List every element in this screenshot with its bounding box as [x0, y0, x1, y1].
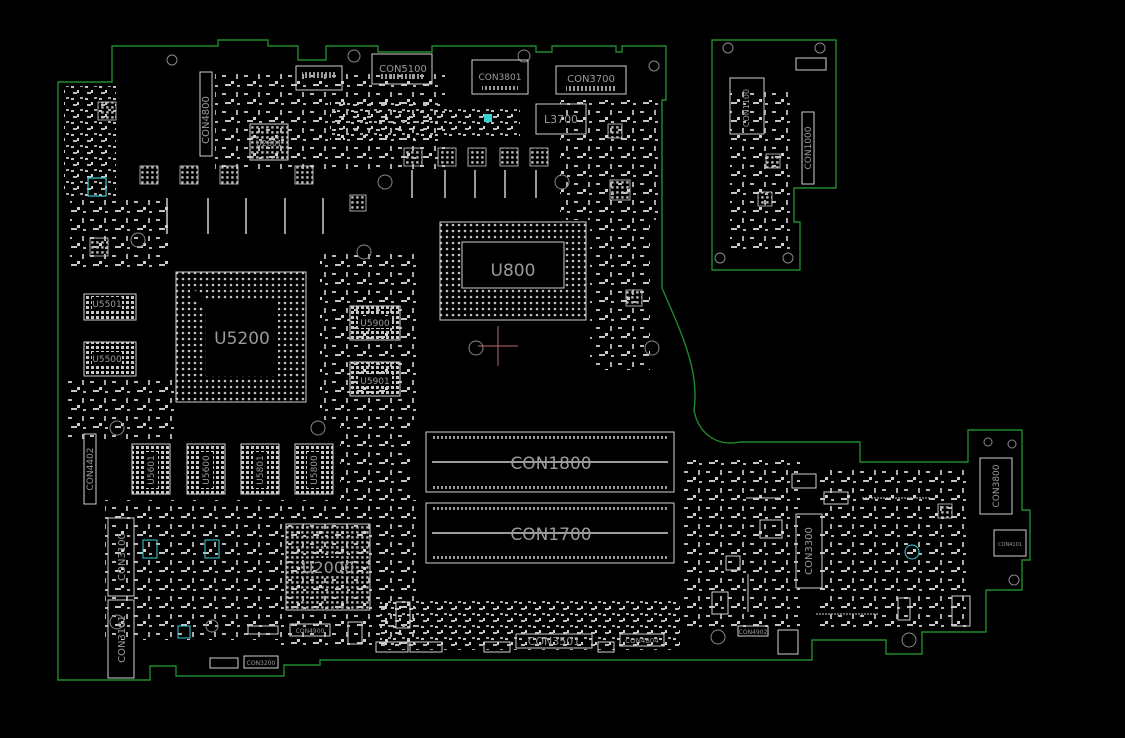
con3101: CON3101	[107, 599, 135, 679]
con3300-label: CON3300	[804, 527, 815, 575]
con3800-label: CON3800	[992, 464, 1002, 507]
u5900: U5900	[349, 305, 401, 341]
u5600-label: U5600	[202, 455, 212, 485]
mounting-holes	[109, 42, 1020, 648]
con4402: CON4402	[83, 433, 97, 505]
top-connector-1-pins	[302, 72, 336, 78]
con3200-label: CON3200	[247, 660, 276, 667]
con4804-label: CON4804	[625, 637, 659, 645]
hole-cyan	[904, 544, 920, 560]
con5100: CON5100	[371, 53, 433, 85]
u2000-label: U2000	[302, 558, 354, 577]
u5601: U5601	[131, 443, 171, 495]
con1000-label: CON1000	[804, 126, 814, 169]
u5600: U5600	[186, 443, 226, 495]
qfn-row-top	[89, 101, 953, 519]
con3501: CON3501	[515, 633, 593, 649]
cursor-crosshair	[478, 326, 518, 366]
u5801-label: U5801	[256, 455, 266, 485]
misc-parts-right	[711, 473, 971, 655]
u5900-label: U5900	[360, 319, 390, 329]
sub-connector	[795, 57, 827, 71]
u5200: U5200	[175, 271, 307, 403]
u2801-label: U2801	[256, 139, 282, 148]
con3501-label: CON3501	[528, 635, 581, 648]
u5500: U5500	[83, 341, 137, 377]
con3700-label: CON3700	[567, 74, 615, 85]
con1000: CON1000	[801, 111, 815, 185]
u5800: U5800	[294, 443, 334, 495]
con1100: CON1100	[729, 77, 765, 135]
con4900: CON4900	[289, 623, 331, 637]
con3200: CON3200	[243, 655, 279, 669]
con3100-label: CON3100	[117, 533, 128, 581]
u2000: U2000	[285, 523, 371, 611]
con1700: CON1700	[425, 502, 675, 564]
board-outline	[57, 39, 1031, 681]
top-connector-1	[295, 65, 343, 91]
con3800: CON3800	[979, 457, 1013, 515]
con1800-label: CON1800	[510, 454, 591, 474]
con4902: CON4902	[737, 625, 769, 637]
con3801-label: CON3801	[478, 73, 521, 83]
con4900-label: CON4900	[296, 628, 325, 635]
con1700-label: CON1700	[510, 525, 591, 545]
u5200-label: U5200	[214, 329, 270, 349]
con3101-label: CON3101	[117, 615, 128, 663]
con1100-label: CON1100	[742, 89, 751, 127]
con4800-label: CON4800	[201, 96, 212, 144]
con4804: CON4804	[619, 633, 665, 647]
con5100-label: CON5100	[379, 64, 427, 75]
con3801: CON3801	[471, 59, 529, 95]
l3700: L3700	[535, 103, 587, 135]
cyan-chip-2	[484, 114, 492, 122]
u5501: U5501	[83, 293, 137, 321]
con4101: CON4101	[993, 529, 1027, 557]
u5501-label: U5501	[92, 300, 122, 310]
u800-label: U800	[491, 261, 536, 281]
u2801: U2801	[249, 123, 289, 161]
u5901-label: U5901	[360, 377, 390, 387]
con4101-label: CON4101	[998, 542, 1022, 548]
con1800: CON1800	[425, 431, 675, 493]
con4402-label: CON4402	[86, 447, 96, 490]
con3100: CON3100	[107, 517, 135, 597]
con4800: CON4800	[199, 71, 213, 157]
u5601-label: U5601	[147, 455, 157, 485]
u5800-label: U5800	[310, 455, 320, 485]
con3700: CON3700	[555, 65, 627, 95]
u5500-label: U5500	[92, 355, 122, 365]
u5801: U5801	[240, 443, 280, 495]
con3300: CON3300	[795, 513, 823, 589]
con4902-label: CON4902	[739, 629, 768, 636]
u5901: U5901	[349, 361, 401, 397]
u800: U800	[439, 221, 587, 321]
bottom-connectors	[209, 601, 615, 669]
l3700-label: L3700	[544, 113, 578, 126]
cyan-chip	[87, 177, 107, 197]
vertical-bars	[166, 170, 537, 234]
cyan-pads	[142, 539, 220, 639]
